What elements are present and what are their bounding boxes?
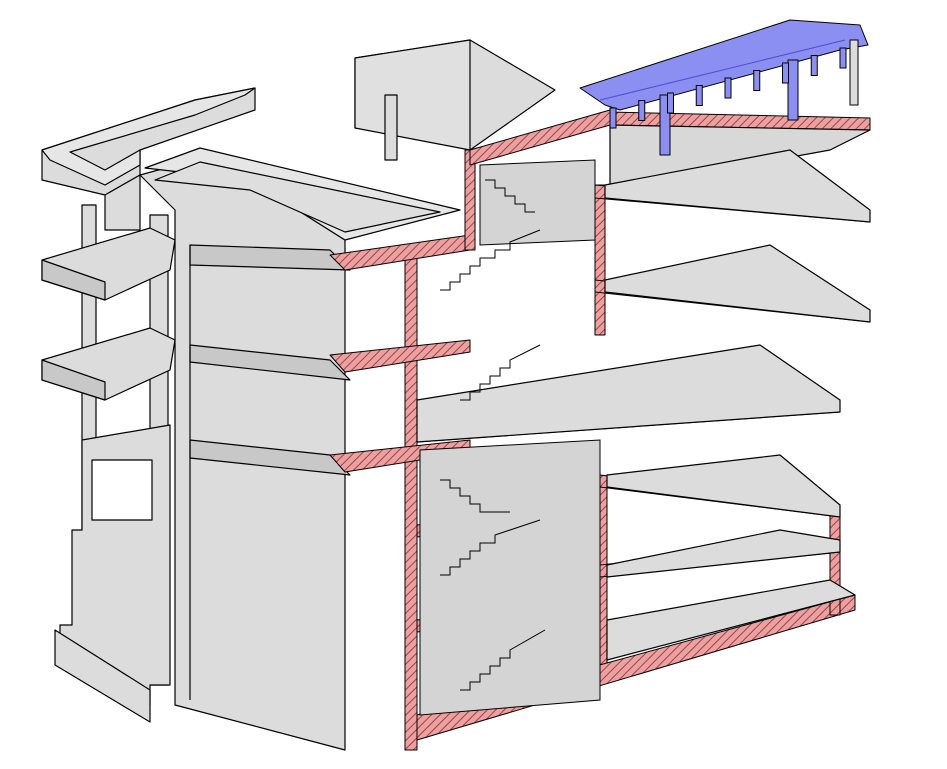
roof-column-2 — [787, 59, 799, 121]
roof-frames — [609, 47, 847, 129]
floor-plate-4 — [604, 244, 871, 323]
cut-slab-left-1 — [329, 234, 471, 271]
floor-plate-5 — [604, 149, 871, 223]
roof-rafter — [724, 77, 732, 99]
stair-flight-3 — [460, 344, 541, 401]
roof-rafter — [695, 85, 703, 106]
roof-rafter — [839, 47, 847, 69]
floor-plate-1 — [606, 529, 841, 578]
roof-deck — [579, 19, 869, 111]
floor-plate-2 — [606, 454, 841, 518]
roof-rafter — [667, 92, 674, 114]
roof-rafter — [753, 70, 761, 91]
balcony-slab-1-edge — [41, 259, 106, 301]
stair-core-lower — [419, 439, 601, 716]
floor-plate-ground — [606, 579, 856, 661]
base-plinth — [54, 629, 151, 723]
roof-purlin — [599, 39, 846, 101]
rooftop-box-face — [354, 39, 471, 151]
cut-wall-right-upper — [594, 184, 606, 336]
central-block — [139, 39, 556, 751]
floor-plate-3 — [416, 344, 841, 443]
roof-rafter — [638, 100, 646, 121]
frame-opening — [91, 459, 153, 521]
left-wing — [41, 87, 256, 723]
rooftop-column — [384, 94, 398, 161]
left-roof-top — [41, 87, 256, 186]
roof-steel-structure — [579, 19, 869, 156]
cut-wall-main — [404, 244, 418, 751]
roof-column-3 — [849, 39, 859, 106]
floor-plates — [416, 124, 871, 661]
stair-flight-4 — [440, 479, 510, 513]
stair-flight-2 — [440, 229, 541, 291]
stair-flight-6 — [460, 629, 546, 691]
stair-core-upper — [479, 159, 596, 246]
roof-rafter — [609, 107, 617, 129]
stair-flight-5 — [440, 519, 541, 576]
roof-column-1 — [659, 94, 671, 156]
stair-core — [419, 159, 601, 716]
central-roof-inner — [154, 161, 441, 233]
roof-rafter — [782, 62, 789, 84]
roof-rafter — [810, 55, 818, 76]
balcony-slab-2-edge — [41, 359, 106, 401]
stair-flight-1 — [485, 179, 535, 213]
cut-slab-left-2 — [329, 339, 471, 373]
left-parapet-face — [104, 174, 141, 231]
